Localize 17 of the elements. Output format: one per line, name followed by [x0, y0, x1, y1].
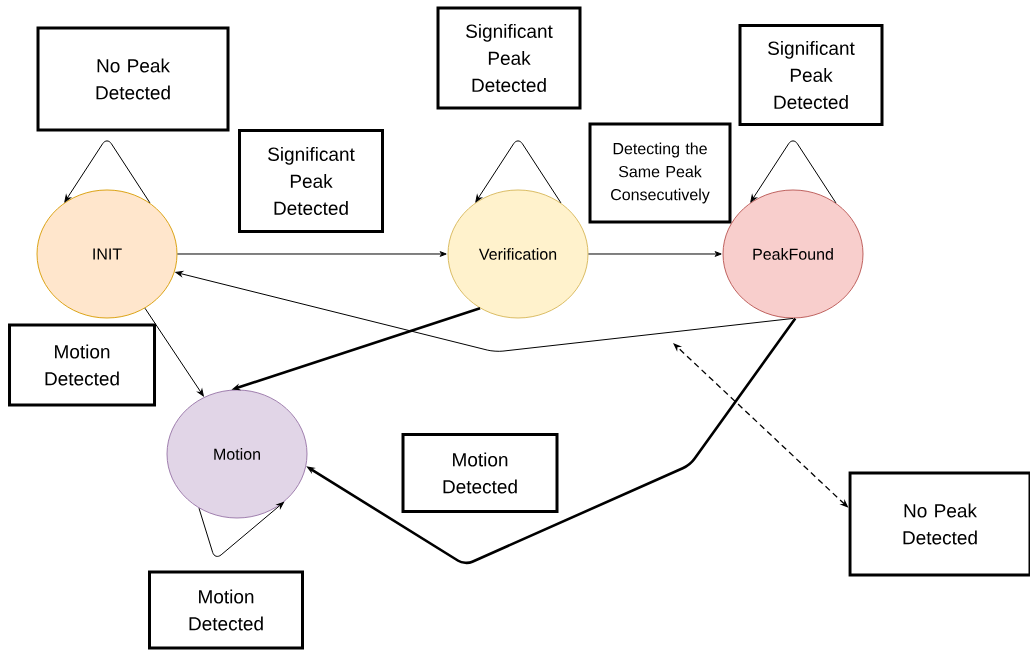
condition-box: Motion Detected	[148, 570, 304, 650]
condition-box: Significant Peak Detected	[436, 6, 582, 110]
arrow	[144, 307, 204, 397]
arrow	[198, 501, 284, 557]
arrow	[64, 140, 151, 204]
condition-box: No Peak Detected	[848, 471, 1030, 577]
arrow	[175, 271, 794, 352]
arrow	[475, 140, 562, 204]
condition-box: Significant Peak Detected	[738, 24, 884, 126]
condition-box: No Peak Detected	[36, 26, 230, 132]
arrow	[176, 251, 447, 257]
condition-box: Detecting the Same Peak Consecutively	[588, 122, 732, 224]
arrow	[750, 140, 837, 204]
condition-box: Motion Detected	[8, 323, 156, 407]
condition-box: Motion Detected	[401, 433, 559, 513]
condition-box: Significant Peak Detected	[238, 129, 384, 233]
arrow	[587, 251, 722, 257]
